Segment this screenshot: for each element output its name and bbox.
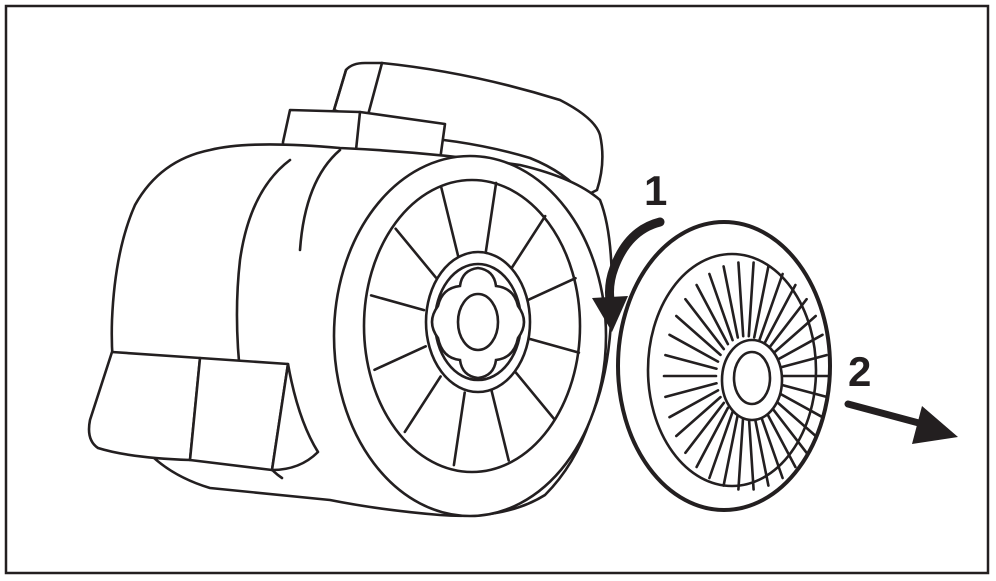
filter-rib xyxy=(664,381,718,399)
filter-rib xyxy=(766,401,808,455)
filter-rib xyxy=(758,410,784,480)
filter-rib xyxy=(722,413,740,487)
filter-rib xyxy=(664,353,718,371)
fan-blade xyxy=(483,181,498,257)
filter-rib xyxy=(708,272,734,342)
fan-blade xyxy=(373,344,428,372)
rotate-arrow xyxy=(592,217,665,332)
filter-rib xyxy=(774,353,828,371)
step-2-label: 2 xyxy=(848,348,871,395)
filter-rib xyxy=(674,395,722,438)
filter-rib xyxy=(770,395,818,438)
filter-rib xyxy=(695,406,730,469)
filter-rib xyxy=(684,297,726,351)
filter-inner-rim xyxy=(646,252,818,488)
filter-rib xyxy=(747,414,755,491)
fan-blade xyxy=(452,391,467,467)
filter-disc xyxy=(616,220,832,512)
filter-rib xyxy=(722,265,740,339)
filter-rib xyxy=(766,297,808,351)
fan-blade xyxy=(403,375,442,434)
fan-blade xyxy=(522,276,577,304)
fan-blade xyxy=(394,227,438,280)
filter-rib xyxy=(752,265,770,339)
filter-rib xyxy=(774,381,828,399)
filter-ribs xyxy=(662,261,830,491)
fan-blade xyxy=(369,294,426,312)
fan-blades xyxy=(369,181,581,467)
filter-rib xyxy=(708,410,734,480)
fan-blade xyxy=(439,186,460,259)
fan-inner-rim xyxy=(362,178,582,474)
filter-rib xyxy=(772,389,824,419)
fan-blade xyxy=(508,214,547,273)
filter-rib xyxy=(695,283,730,346)
fan-blade xyxy=(490,389,511,462)
filter-rib xyxy=(752,413,770,487)
fan-hub-center xyxy=(456,292,500,352)
filter-rib xyxy=(737,414,745,491)
fan-blade xyxy=(524,336,581,354)
front-clip-left xyxy=(87,350,202,462)
filter-rib xyxy=(762,283,797,346)
filter-rib xyxy=(762,406,797,469)
filter-rib xyxy=(747,261,755,338)
fan-blade xyxy=(512,368,556,421)
filter-rib xyxy=(737,261,745,338)
pull-arrow xyxy=(844,400,958,444)
filter-hub-inner xyxy=(732,350,772,406)
step-1-label: 1 xyxy=(644,167,667,214)
filter-rib xyxy=(668,333,720,363)
front-clip-right xyxy=(270,362,320,472)
filter-rib xyxy=(684,401,726,455)
fan-wheel xyxy=(332,154,608,518)
filter-rib xyxy=(668,389,720,419)
filter-rib xyxy=(674,314,722,357)
filter-rib xyxy=(772,333,824,363)
filter-rib xyxy=(758,272,784,342)
filter-rib xyxy=(770,314,818,357)
